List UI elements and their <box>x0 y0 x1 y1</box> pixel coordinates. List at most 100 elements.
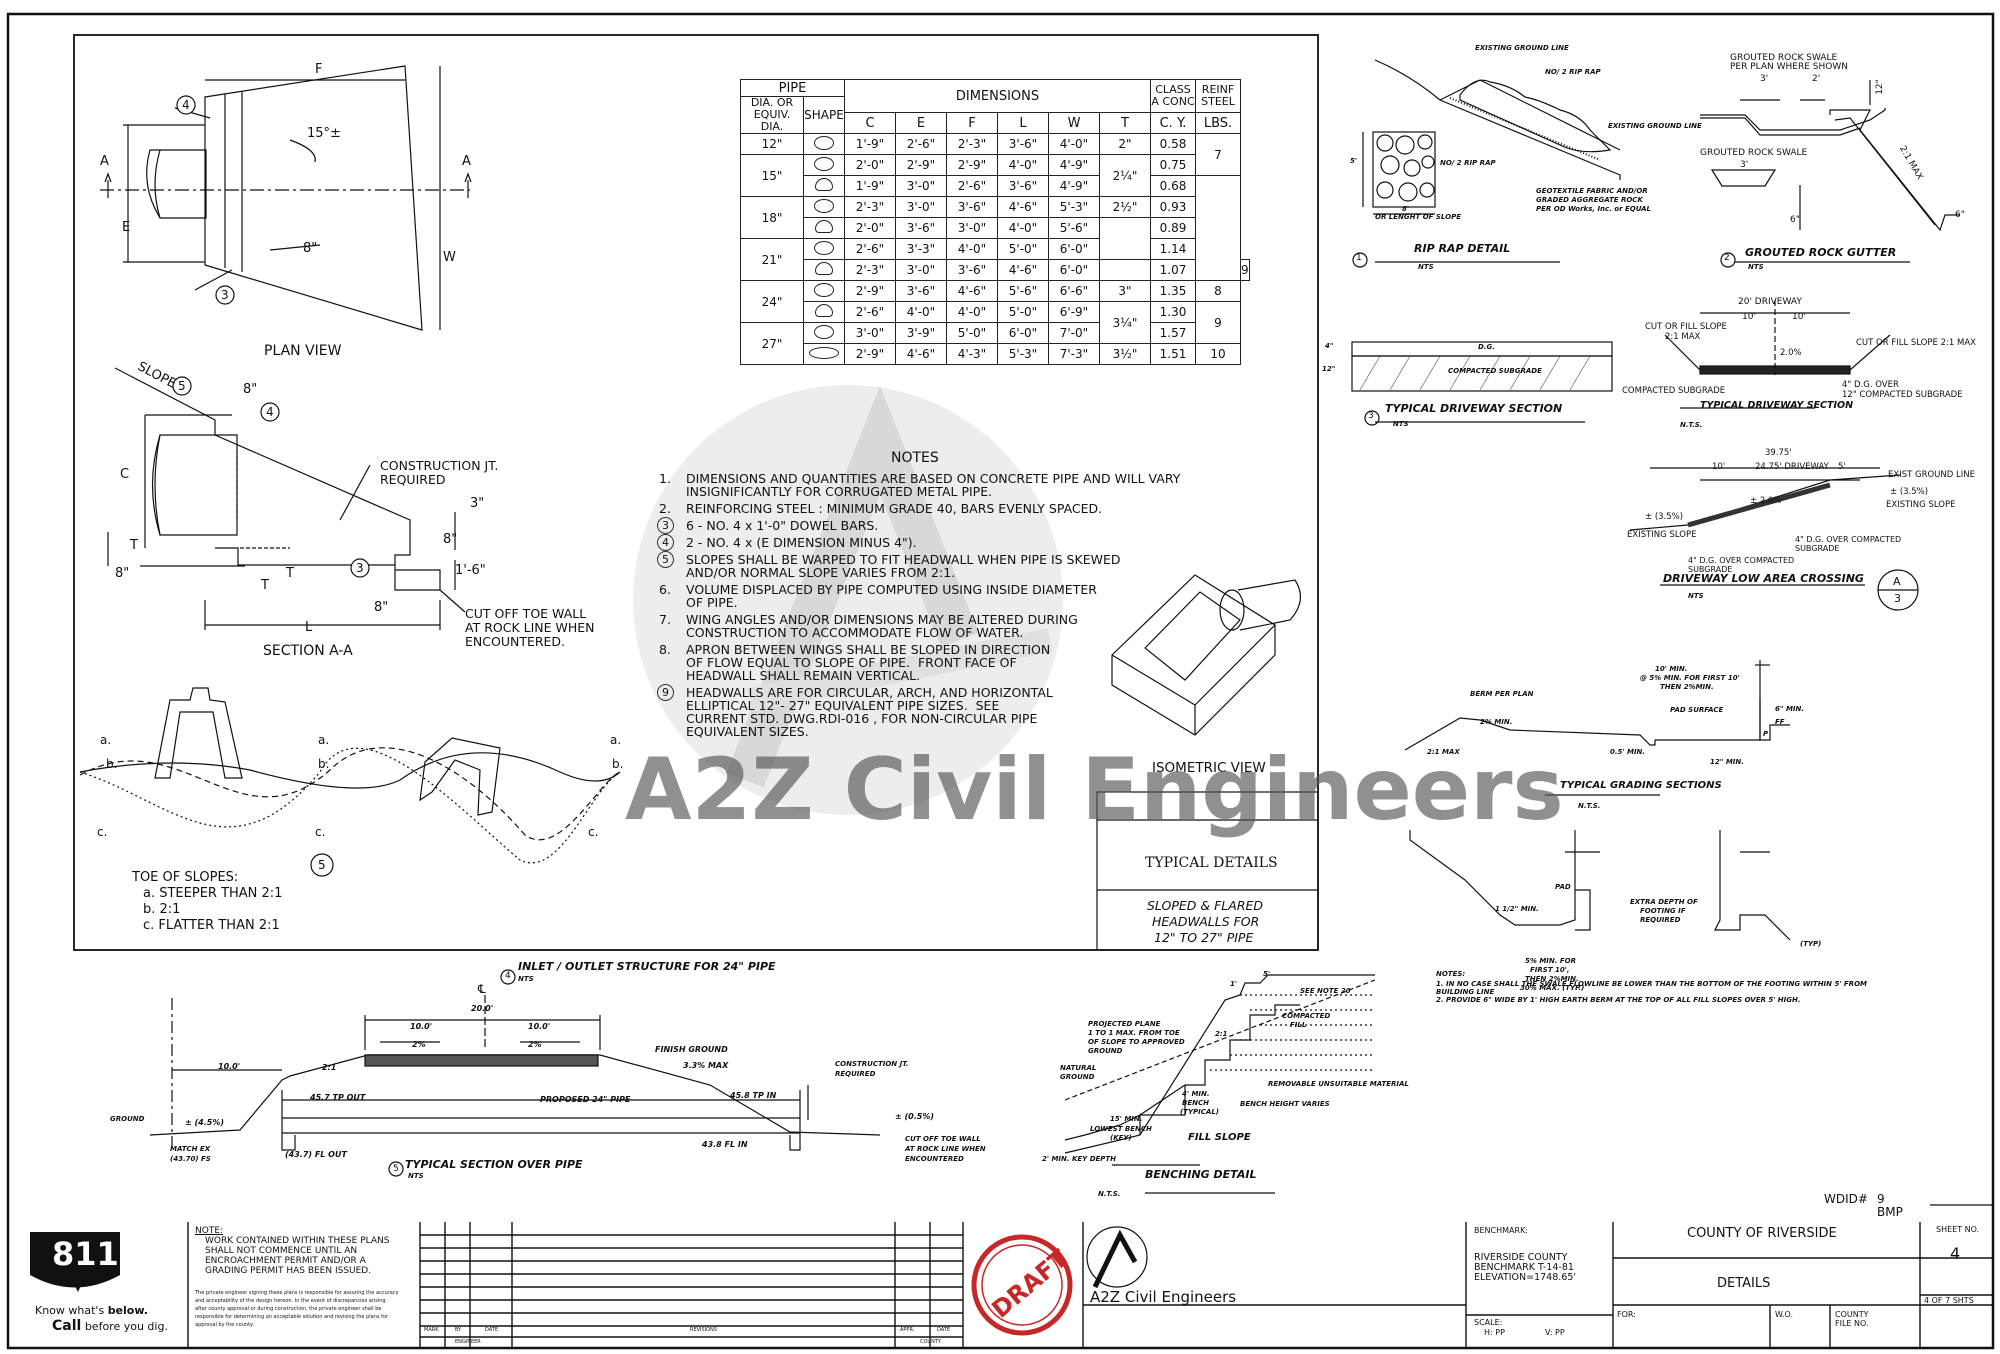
bench-fill: FILL <box>1290 1021 1307 1029</box>
inlet-match: MATCH EX <box>170 1145 211 1153</box>
grading-d10c: THEN 2%MIN. <box>1660 683 1714 691</box>
bench-min15: 15' MIN. <box>1110 1115 1143 1123</box>
note-text: HEADWALLS ARE FOR CIRCULAR, ARCH, AND HO… <box>686 685 1053 739</box>
inlet-slope-r: ± (0.5%) <box>895 1112 934 1121</box>
bench-projected: PROJECTED PLANE <box>1088 1020 1161 1028</box>
dsection-d20: 20' DRIVEWAY <box>1738 297 1802 307</box>
cell-C: 1'-9" <box>844 133 896 155</box>
cell-dia: 15" <box>740 154 804 197</box>
tb-note-l4: GRADING PERMIT HAS BEEN ISSUED. <box>205 1266 372 1276</box>
table-row: 27"3'-0"3'-9"5'-0"6'-0"7'-0"1.57 <box>740 322 1250 365</box>
table-row: 18"2'-3"3'-0"3'-6"4'-6"5'-3"2½"0.93 <box>740 196 1250 239</box>
note-number: 2. <box>659 501 671 516</box>
inlet-d10c: 10.0' <box>218 1062 241 1071</box>
inlet-cut2: AT ROCK LINE WHEN <box>905 1145 986 1153</box>
pipe-shape-icon <box>814 282 834 297</box>
cell-F: 4'-0" <box>946 301 998 323</box>
pipe-shape-icon <box>814 198 834 213</box>
note-text: 6 - NO. 4 x 1'-0" DOWEL BARS. <box>686 518 879 533</box>
dim-t-1: T <box>261 578 269 593</box>
cell-T: 3" <box>1099 280 1151 302</box>
cell-C: 2'-3" <box>844 259 896 281</box>
slope-b-mid: b. <box>318 757 330 771</box>
section-num: 5 <box>393 1164 399 1174</box>
callout-4-section: 4 <box>266 405 274 419</box>
lowarea-d39: 39.75' <box>1765 448 1792 458</box>
tb-fine3: after county approval or during construc… <box>195 1306 382 1312</box>
inlet-cut1: CUT OFF TOE WALL <box>905 1135 981 1143</box>
bench-natural2: GROUND <box>1060 1073 1095 1081</box>
dim-l: L <box>305 620 313 635</box>
slope-a-mid: a. <box>318 733 330 747</box>
grading-note2: 2. PROVIDE 6" WIDE BY 1' HIGH EARTH BERM… <box>1436 996 1801 1004</box>
tb-county-lbl: COUNTY <box>920 1339 941 1345</box>
cell-F: 4'-6" <box>946 280 998 302</box>
dsection-sub: COMPACTED SUBGRADE <box>1622 386 1726 396</box>
cell-W: 4'-0" <box>1048 133 1100 155</box>
inset-title: TYPICAL DETAILS <box>1145 855 1278 871</box>
table-row: 1'-9"3'-0"2'-6"3'-6"4'-9"0.68 <box>741 175 1250 281</box>
call-text: Call before you dig. <box>52 1318 168 1334</box>
bench-projected4: GROUND <box>1088 1047 1123 1055</box>
cell-lbs: 9 <box>1195 301 1241 344</box>
cell-cy: 0.58 <box>1150 133 1196 155</box>
dim-w: W <box>443 250 456 265</box>
isometric-label: ISOMETRIC VIEW <box>1152 760 1266 776</box>
pipe-shape-icon <box>814 135 834 150</box>
know-text: Know what's below. <box>35 1304 148 1317</box>
cell-T <box>1099 259 1151 281</box>
cell-C: 2'-0" <box>844 217 896 239</box>
table-row: 21"2'-6"3'-3"4'-0"5'-0"6'-0"1.14 <box>740 238 1250 281</box>
cell-E: 2'-6" <box>895 133 947 155</box>
inlet-fl-in: 43.8 FL IN <box>702 1140 748 1149</box>
bench-see-note: SEE NOTE 20 <box>1300 987 1351 995</box>
lowarea-s35b: ± (3.5%) <box>1890 487 1929 497</box>
callout-5-toe: 5 <box>318 858 326 872</box>
bench-removable: REMOVABLE UNSUITABLE MATERIAL <box>1268 1080 1409 1088</box>
cell-F: 5'-0" <box>946 322 998 344</box>
dim-8-top: 8" <box>243 382 258 397</box>
slope-c-right: c. <box>588 825 599 839</box>
riprap-d5: 5' <box>1350 157 1358 165</box>
lowarea-bubble-bot: 3 <box>1894 592 1901 605</box>
lowarea-d10: 10' <box>1712 462 1726 472</box>
th-col-t: T <box>1099 112 1151 134</box>
cell-shape <box>803 280 845 302</box>
tb-h: H: PP <box>1484 1328 1505 1337</box>
tb-mark: MARK <box>424 1327 439 1333</box>
cell-shape <box>803 217 845 239</box>
note-text: APRON BETWEEN WINGS SHALL BE SLOPED IN D… <box>686 642 1051 683</box>
dim-8-bottom: 8" <box>374 600 389 615</box>
dim-a-left: A <box>100 154 109 169</box>
lowarea-exist-slope: EXISTING SLOPE <box>1886 500 1956 510</box>
tb-appr: APPR. <box>900 1327 915 1333</box>
tb-note-l3: ENCROACHMENT PERMIT AND/OR A <box>205 1256 366 1266</box>
dsection-cut-l1: CUT OR FILL SLOPE <box>1645 322 1727 332</box>
riprap-nts: NTS <box>1418 263 1434 271</box>
th-col-c: C <box>844 112 896 134</box>
cell-F: 4'-3" <box>946 343 998 365</box>
grading-d10b: @ 5% MIN. FOR FIRST 10' <box>1640 674 1740 682</box>
cell-shape <box>803 322 845 344</box>
gutter-d12: 12" <box>1874 79 1885 95</box>
inlet-cjt1: CONSTRUCTION JT. <box>835 1060 909 1068</box>
cell-E: 3'-6" <box>895 280 947 302</box>
slope-c-mid: c. <box>315 825 326 839</box>
tb-fine5: approval by the county. <box>195 1322 254 1328</box>
wdid-bmp: BMP <box>1877 1205 1903 1219</box>
dim-c: C <box>120 467 130 482</box>
dim-3: 3" <box>470 496 485 511</box>
riprap-title: RIP RAP DETAIL <box>1414 242 1511 255</box>
cell-C: 2'-6" <box>844 238 896 260</box>
gutter-swale2: PER PLAN WHERE SHOWN <box>1730 62 1848 72</box>
cell-lbs: 9 <box>1240 259 1250 281</box>
lowarea-dg4: SUBGRADE <box>1688 565 1733 574</box>
grading-d25: 2% MIN. <box>1480 718 1513 726</box>
watermark-text: A2Z Civil Engineers <box>625 740 1564 840</box>
cell-L: 6'-0" <box>997 322 1049 344</box>
grading-pad: PAD SURFACE <box>1670 706 1724 714</box>
tb-v: V: PP <box>1545 1328 1565 1337</box>
cell-L: 5'-6" <box>997 280 1049 302</box>
pipe-shape-icon <box>809 346 839 359</box>
